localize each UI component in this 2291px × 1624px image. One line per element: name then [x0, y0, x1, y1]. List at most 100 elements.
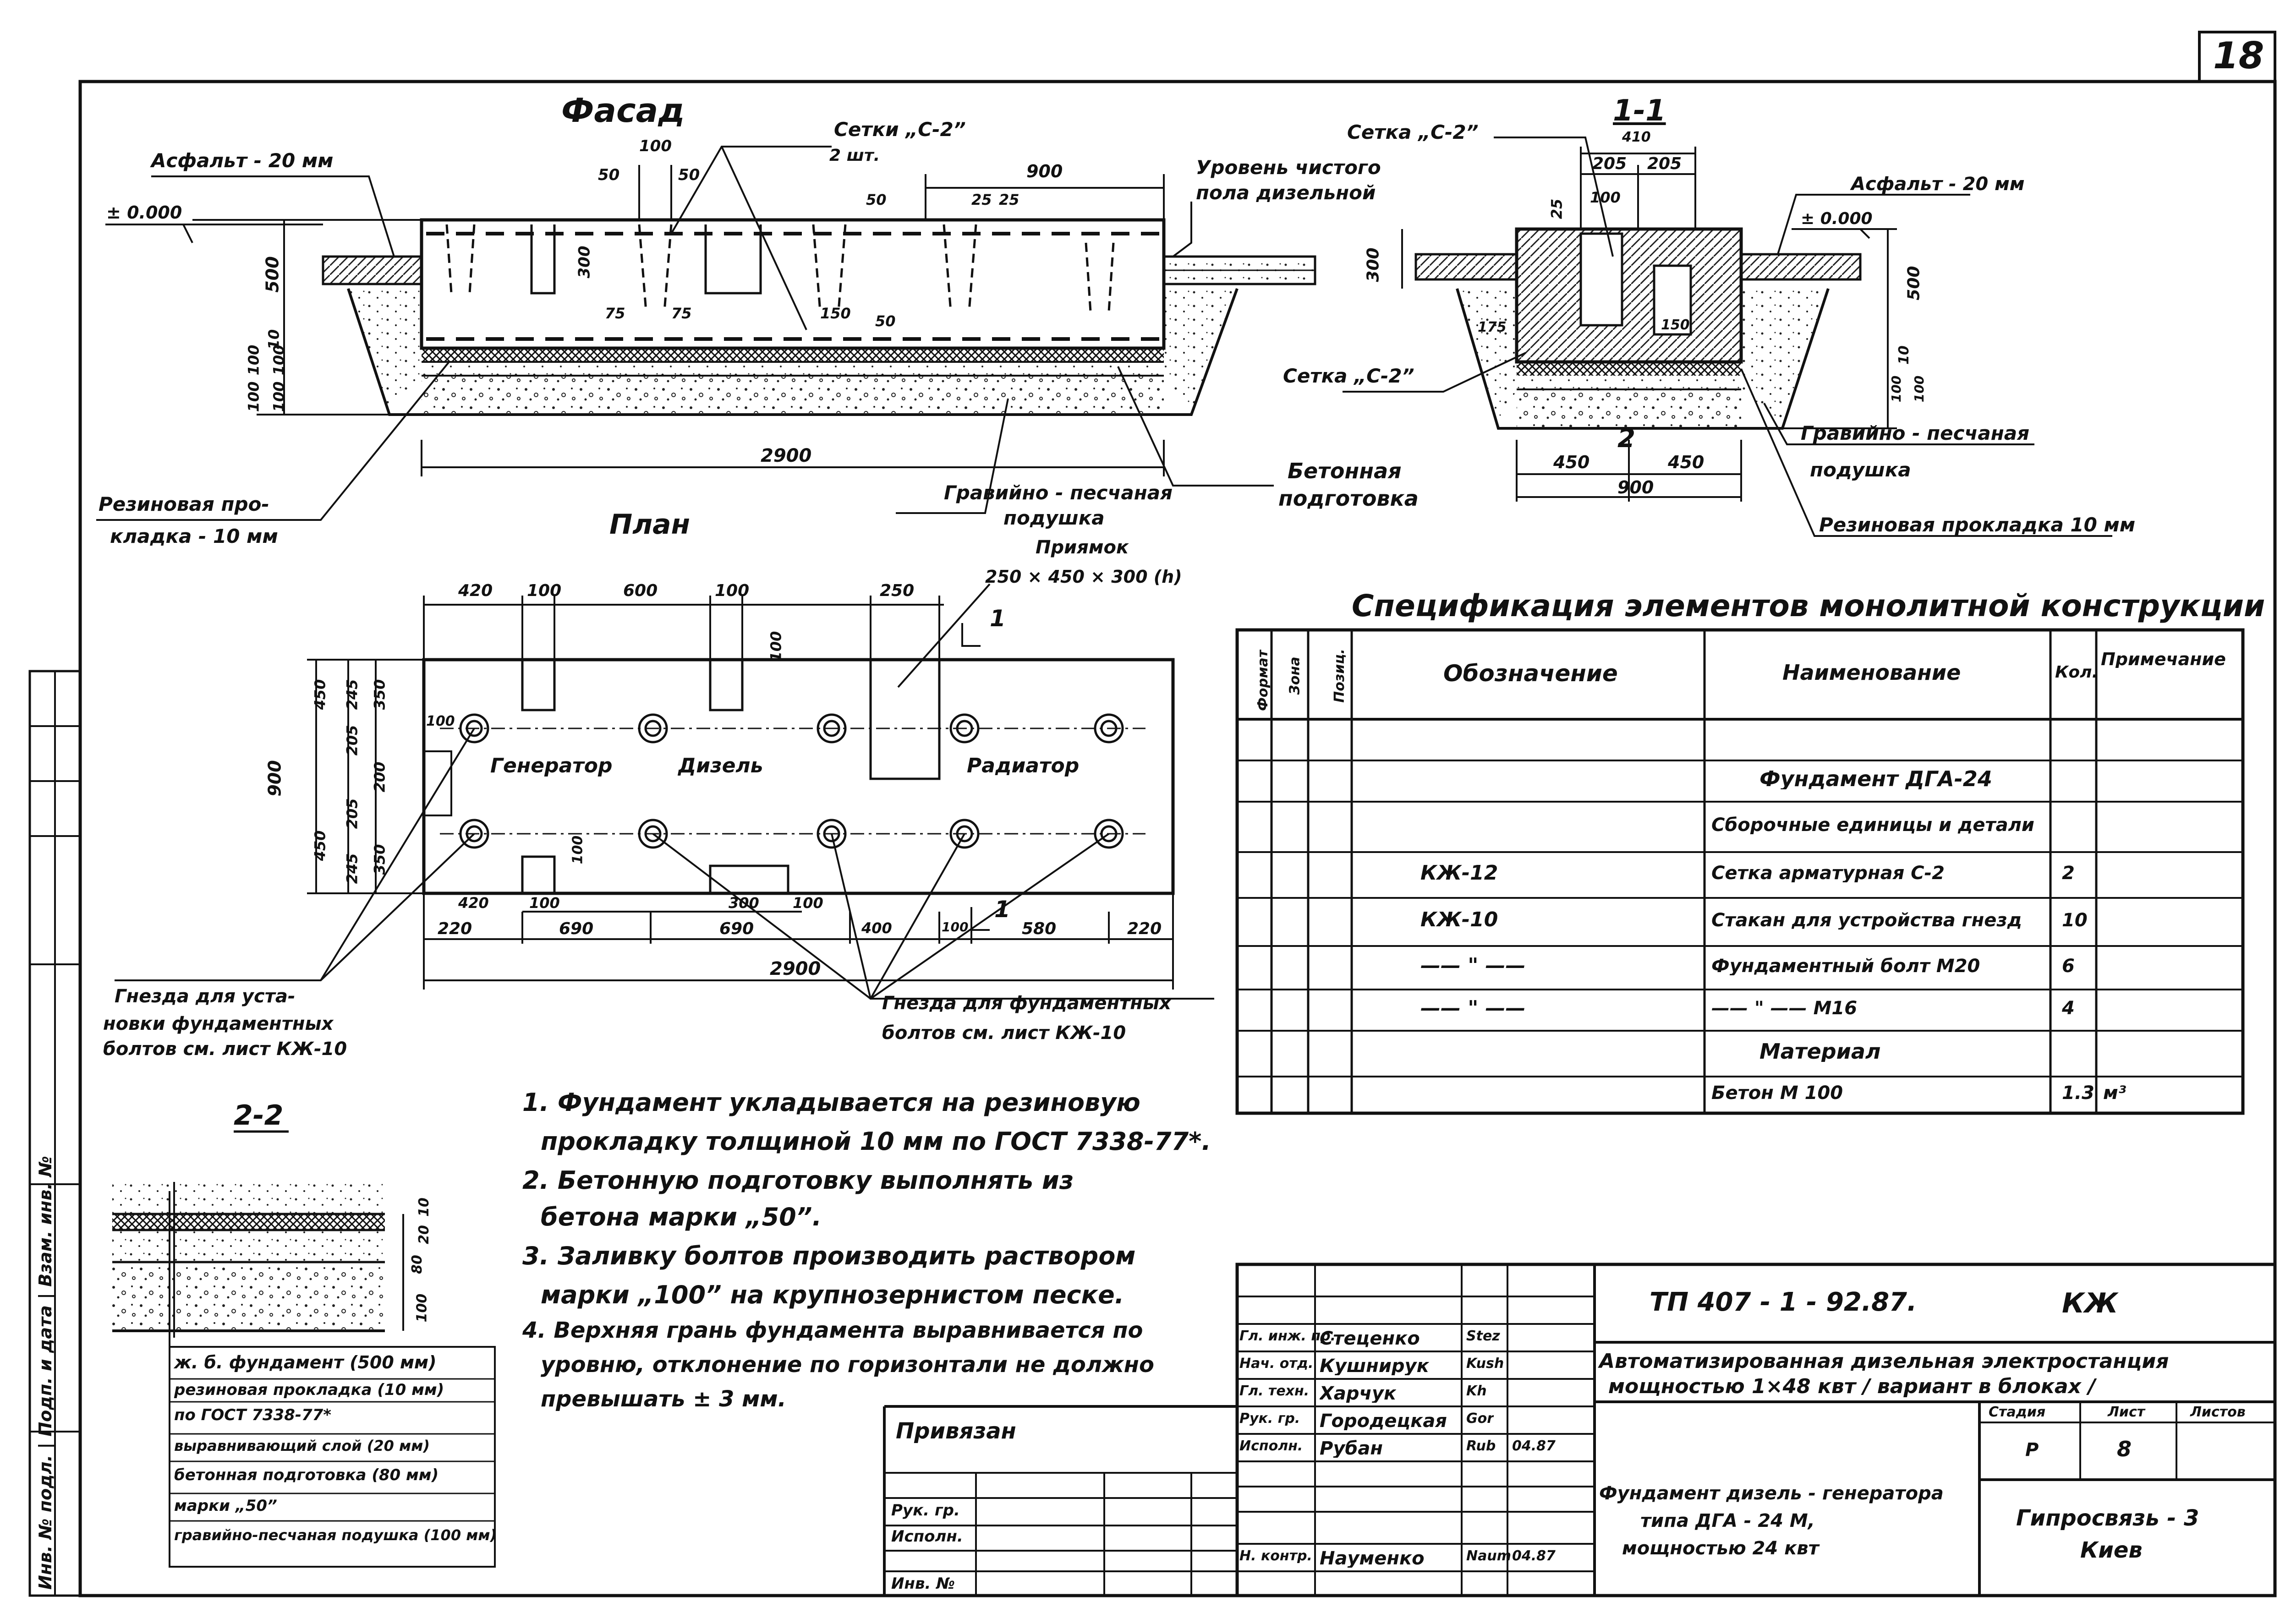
doc-mark: КЖ — [2062, 1287, 2118, 1319]
spec-cell-qty: 1.3 — [2062, 1084, 2094, 1102]
plan-dim-left-450b: 450 — [311, 830, 329, 861]
facade-concrete-prep-1: Бетонная — [1288, 459, 1402, 483]
staff-signature: Gor — [1466, 1412, 1494, 1426]
note-line-1: 1. Фундамент укладывается на резиновую — [522, 1088, 1140, 1117]
org-city: Киев — [2080, 1537, 2143, 1563]
section-1-1-dim-10: 10 — [1896, 345, 1912, 365]
spec-title: Спецификация элементов монолитной констр… — [1352, 588, 2265, 623]
facade-drawing — [96, 146, 1316, 521]
plan-dim-top-100a: 100 — [527, 581, 562, 600]
plan-dim-top-420: 420 — [458, 581, 493, 600]
staff-role: Исполн. — [1239, 1439, 1303, 1453]
section-1-1-mark-2: 2 — [1617, 424, 1635, 454]
section-1-1-dim-450b: 450 — [1668, 452, 1705, 472]
plan-dim-left-350b: 350 — [371, 844, 389, 875]
note-line-2: прокладку толщиной 10 мм по ГОСТ 7338-77… — [541, 1127, 1211, 1156]
spec-cell-name: Фундаментный болт М20 — [1711, 957, 1980, 975]
spec-cell-name: Бетон М 100 — [1711, 1084, 1843, 1102]
spec-cell-name: —— " —— М16 — [1711, 999, 1858, 1017]
note-line-6: марки „100” на крупнозернистом песке. — [541, 1280, 1124, 1309]
section-1-1-drawing — [1343, 137, 2112, 537]
stage-label: Стадия — [1989, 1404, 2046, 1420]
spec-table-grid — [1235, 628, 2245, 1115]
facade-dim-100e: 100 — [270, 381, 288, 412]
note-line-3: 2. Бетонную подготовку выполнять из — [522, 1166, 1074, 1195]
spec-header-qty: Кол. — [2055, 664, 2099, 681]
plan-dim-left-450a: 450 — [311, 679, 329, 710]
facade-mesh-count: 2 шт. — [829, 146, 880, 165]
facade-zero-mark: ± 0.000 — [106, 202, 182, 223]
staff-signature: Stez — [1466, 1329, 1500, 1343]
spec-cell-qty: 4 — [2062, 999, 2075, 1017]
facade-dim-75a: 75 — [605, 305, 625, 322]
sheet-title-1: Фундамент дизель - генератора — [1599, 1483, 1944, 1504]
section-1-1-dim-25: 25 — [1548, 198, 1566, 219]
spec-header-zone: Зона — [1288, 656, 1302, 695]
spec-header-format: Формат — [1256, 650, 1270, 711]
plan-dim-inner-100b: 100 — [793, 894, 823, 912]
section-1-1-mesh-top: Сетка „С-2” — [1347, 121, 1479, 143]
facade-dim-2900: 2900 — [761, 445, 812, 466]
section-2-2-drawing — [112, 1130, 496, 1568]
spec-cell-designation: КЖ-10 — [1420, 910, 1498, 930]
staff-role: Нач. отд. — [1239, 1357, 1314, 1371]
spec-cell-designation: —— " —— — [1420, 998, 1526, 1018]
plan-dim-inner-100a: 100 — [529, 894, 560, 912]
plan-sockets-right-1: Гнезда для фундаментных — [882, 993, 1171, 1014]
facade-dim-25b: 25 — [999, 191, 1019, 208]
sheets-label: Листов — [2190, 1404, 2246, 1420]
bolt-sockets — [459, 713, 1124, 849]
spec-header-name: Наименование — [1782, 662, 1961, 683]
facade-dim-25a: 25 — [971, 191, 992, 208]
plan-generator-label: Генератор — [490, 754, 613, 777]
section-1-1-dim-450a: 450 — [1553, 452, 1590, 472]
plan-pit-label: Приямок — [1036, 537, 1129, 558]
section-1-1-asphalt: Асфальт - 20 мм — [1851, 174, 2025, 195]
plan-dim-left-200: 200 — [371, 761, 389, 793]
plan-dim-top-250: 250 — [880, 581, 915, 600]
plan-section-mark-top: 1 — [990, 605, 1006, 632]
bound-label: Привязан — [896, 1418, 1016, 1444]
facade-dim-100b: 100 — [245, 344, 263, 376]
section-1-1-dim-100b: 100 — [1912, 375, 1927, 403]
plan-sockets-left-2: новки фундаментных — [103, 1013, 334, 1034]
facade-dim-100: 100 — [639, 137, 672, 155]
staff-signature: Naum — [1466, 1549, 1511, 1563]
plan-dim-left-350a: 350 — [371, 679, 389, 710]
plan-dim-bottom-100: 100 — [942, 919, 969, 935]
facade-dim-50c: 50 — [866, 191, 887, 208]
section-2-2-title: 2-2 — [234, 1099, 284, 1132]
staff-role: Гл. техн. — [1239, 1384, 1310, 1398]
sheet-title-2: типа ДГА - 24 М, — [1640, 1510, 1815, 1531]
section-2-2-dim-20: 20 — [416, 1225, 432, 1244]
facade-dim-500: 500 — [262, 256, 283, 293]
note-line-7: 4. Верхняя грань фундамента выравниваетс… — [522, 1318, 1143, 1343]
section-1-1-dim-175: 175 — [1478, 319, 1507, 335]
plan-radiator-label: Радиатор — [967, 754, 1080, 777]
staff-signature: Kush — [1466, 1357, 1504, 1371]
note-line-8: уровню, отклонение по горизонтали не дол… — [541, 1352, 1154, 1378]
plan-sockets-left-1: Гнезда для уста- — [115, 986, 296, 1007]
staff-role: Н. контр. — [1239, 1549, 1312, 1563]
plan-dim-top-600: 600 — [623, 581, 658, 600]
spec-cell-name: Сборочные единицы и детали — [1711, 816, 2034, 834]
spec-header-designation: Обозначение — [1443, 662, 1618, 685]
section-1-1-mesh-side: Сетка „С-2” — [1283, 365, 1414, 387]
spec-header-pos: Позиц. — [1332, 649, 1347, 703]
section-2-2-legend-4: выравнивающий слой (20 мм) — [174, 1437, 430, 1454]
plan-pit-size: 250 × 450 × 300 (h) — [985, 567, 1182, 587]
plan-drawing — [115, 583, 1214, 1000]
facade-dim-50d: 50 — [875, 312, 896, 330]
facade-asphalt-label: Асфальт - 20 мм — [151, 149, 334, 172]
section-1-1-dim-100: 100 — [1590, 189, 1621, 206]
section-1-1-dim-410: 410 — [1622, 129, 1651, 145]
plan-dim-bottom-690b: 690 — [719, 919, 754, 938]
plan-dim-inner-100d: 100 — [426, 713, 455, 729]
section-2-2-legend-5: бетонная подготовка (80 мм) — [174, 1466, 439, 1484]
facade-dim-300: 300 — [575, 246, 594, 279]
staff-name: Рубан — [1320, 1439, 1383, 1458]
plan-dim-left-205a: 205 — [343, 725, 361, 756]
spec-cell-name: Сетка арматурная С-2 — [1711, 864, 1945, 882]
stage-value: Р — [2025, 1439, 2039, 1460]
